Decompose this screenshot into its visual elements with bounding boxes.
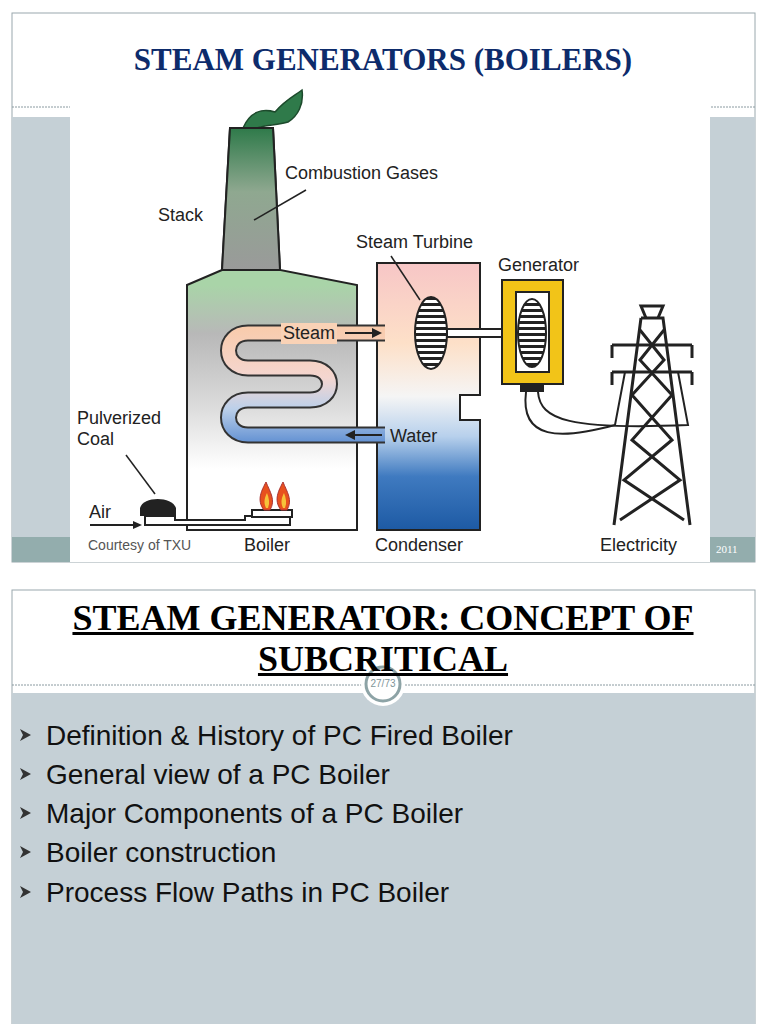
page-number: 27/73 [370,678,395,690]
bullet-item: Definition & History of PC Fired Boiler [46,720,513,752]
part-label: Boiler [244,535,290,556]
bullet-item: General view of a PC Boiler [46,759,390,791]
part-label: Condenser [375,535,463,556]
bullet-item: Major Components of a PC Boiler [46,798,463,830]
flow-label: Water [390,426,437,447]
callout-label: Steam Turbine [356,232,473,253]
bullet-markers [20,729,31,898]
callout-label: Generator [498,255,579,276]
bullet-item: Process Flow Paths in PC Boiler [46,877,449,909]
callout-label: Combustion Gases [285,163,438,184]
slide-title: STEAM GENERATORS (BOILERS) [134,42,632,78]
flow-label: Steam [281,323,337,344]
credit-note: Courtesy of TXU [88,537,191,553]
callout-label: Air [89,502,111,523]
bullet-item: Boiler construction [46,837,276,869]
year-note: 2011 [716,543,738,556]
callout-label: Stack [158,205,203,226]
part-label: Electricity [600,535,677,556]
callout-label: Pulverized Coal [77,408,197,449]
slide-title: STEAM GENERATOR: CONCEPT OF SUBCRITICAL [20,598,746,681]
